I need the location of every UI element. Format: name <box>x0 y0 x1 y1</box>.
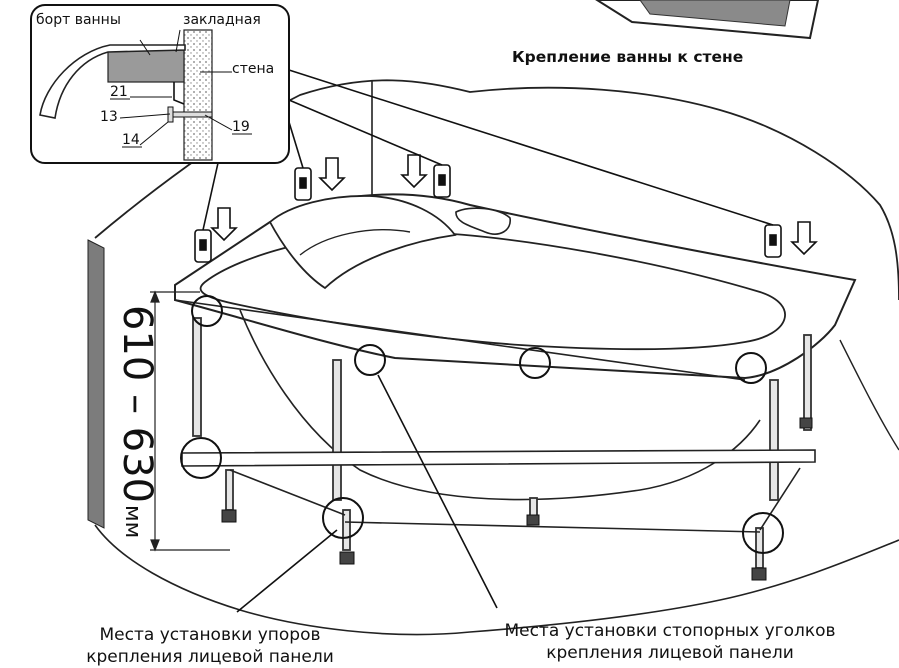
height-dimension <box>150 290 230 552</box>
stop-circle-3 <box>742 512 784 554</box>
pointer-right <box>377 374 498 609</box>
label-mortgage: закладная <box>183 12 261 28</box>
label-part-13: 13 <box>100 109 118 125</box>
caption-stops: Места установки упоров крепления лицевой… <box>40 624 380 668</box>
caption-corners: Места установки стопорных уголков крепле… <box>470 620 870 664</box>
detail-inset: борт ванны закладная стена 21 13 14 19 <box>30 4 290 164</box>
top-right-fragment <box>595 0 820 40</box>
diagram-title: Крепление ванны к стене <box>512 48 744 66</box>
pointer-left <box>236 529 338 613</box>
bath-body <box>239 309 761 501</box>
label-part-14: 14 <box>122 132 140 148</box>
caption-stops-line-2: крепления лицевой панели <box>86 647 334 667</box>
caption-corners-line-2: крепления лицевой панели <box>546 643 794 663</box>
feet <box>221 417 813 581</box>
label-bath-rim: борт ванны <box>36 12 121 28</box>
stopper-corner-circle-1 <box>191 295 223 327</box>
inset-bath-rim <box>39 44 186 119</box>
mount-circles <box>180 295 784 554</box>
label-wall: стена <box>232 61 274 77</box>
inset-wall <box>183 29 213 161</box>
stop-circle-1 <box>180 437 222 479</box>
stop-circle-2 <box>322 497 364 539</box>
dimension-value: 610 – 630 <box>114 305 160 503</box>
bath-overflow <box>455 207 511 235</box>
caption-stops-line-1: Места установки упоров <box>99 625 321 645</box>
dimension-unit: мм <box>120 505 145 538</box>
inset-mortgage <box>107 49 185 83</box>
inset-leaders <box>202 69 774 231</box>
caption-corners-line-1: Места установки стопорных уголков <box>504 621 836 641</box>
label-part-21: 21 <box>110 84 128 100</box>
stopper-corner-circle-3 <box>519 347 551 379</box>
stopper-corner-circle-4 <box>735 352 767 384</box>
wall-slab <box>87 239 105 529</box>
stopper-corner-circle-2 <box>354 344 386 376</box>
label-part-19: 19 <box>232 119 250 135</box>
wall-brackets <box>194 154 818 263</box>
bath-headrest <box>268 195 457 290</box>
support-frame <box>181 449 816 533</box>
floor-outline <box>94 524 899 636</box>
